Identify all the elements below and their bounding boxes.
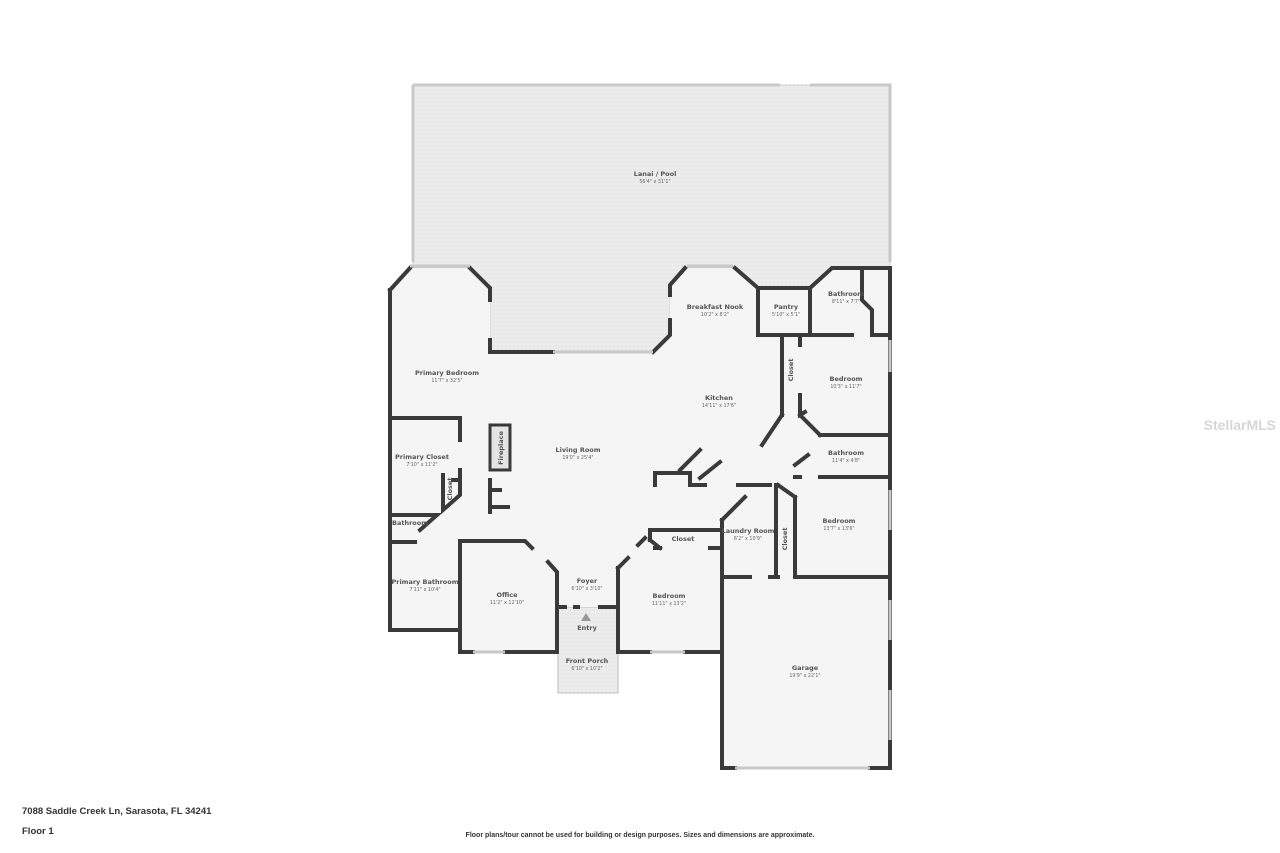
room-name: Breakfast Nook [687,303,744,311]
room-dims: 5'10" x 5'1" [772,312,800,318]
room-dims: 6'10" x 3'10" [571,586,602,592]
room-name: Kitchen [705,394,733,402]
room-name: Primary Bedroom [415,369,479,377]
room-name: Fireplace [497,431,505,465]
room-name: Entry [577,624,597,632]
room-dims: 10'2" x 8'2" [701,312,729,318]
room-name: Bathroom [828,449,864,457]
interior-floor [390,268,890,768]
room-name: Garage [792,664,819,672]
room-name: Office [496,591,518,599]
room-name: Lanai / Pool [634,170,677,178]
room-name: Bedroom [823,517,856,525]
fireplace [488,423,512,472]
room-name: Bathroom [392,519,428,527]
room-dims: 11'7" x 32'5" [431,378,462,384]
room-name: Pantry [774,303,799,311]
room-name: Foyer [577,577,598,585]
disclaimer: Floor plans/tour cannot be used for buil… [465,832,815,839]
room-dims: 8'11" x 7'7" [832,299,860,305]
room-name: Living Room [555,446,600,454]
room-name: Bedroom [830,375,863,383]
room-dims: 7'11" x 10'4" [409,587,440,593]
room-name: Closet [781,528,789,551]
room-dims: 56'4" x 31'1" [639,179,670,185]
room-name: Closet [787,359,795,382]
room-dims: 6'2" x 10'9" [734,536,762,542]
room-name: Laundry Room [722,527,775,535]
room-dims: 11'4" x 4'8" [832,458,860,464]
room-name: Closet [672,535,695,543]
room-dims: 19'0" x 25'4" [562,455,593,461]
room-dims: 7'10" x 11'2" [406,462,437,468]
room-name: Bedroom [653,592,686,600]
room-dims: 6'10" x 10'2" [571,666,602,672]
room-name: Primary Bathroom [391,578,458,586]
room-name: Closet [446,478,454,501]
room-dims: 13'7" x 13'6" [823,526,854,532]
watermark: StellarMLS [1203,417,1276,433]
front-porch-area [557,606,619,694]
room-name: Bathroom [828,290,864,298]
address-label: 7088 Saddle Creek Ln, Sarasota, FL 34241 [22,806,212,817]
walls [387,265,892,770]
room-dims: 14'11" x 17'6" [702,403,736,409]
floor-label: Floor 1 [22,826,54,837]
room-name: Primary Closet [395,453,449,461]
entry-arrow-icon [581,613,591,621]
room-dims: 11'11" x 13'2" [652,601,686,607]
room-name: Front Porch [566,657,609,665]
windows [410,264,892,770]
room-dims: 10'3" x 11'7" [830,384,861,390]
room-dims: 19'9" x 22'1" [789,673,820,679]
room-dims: 11'2" x 12'10" [490,600,524,606]
